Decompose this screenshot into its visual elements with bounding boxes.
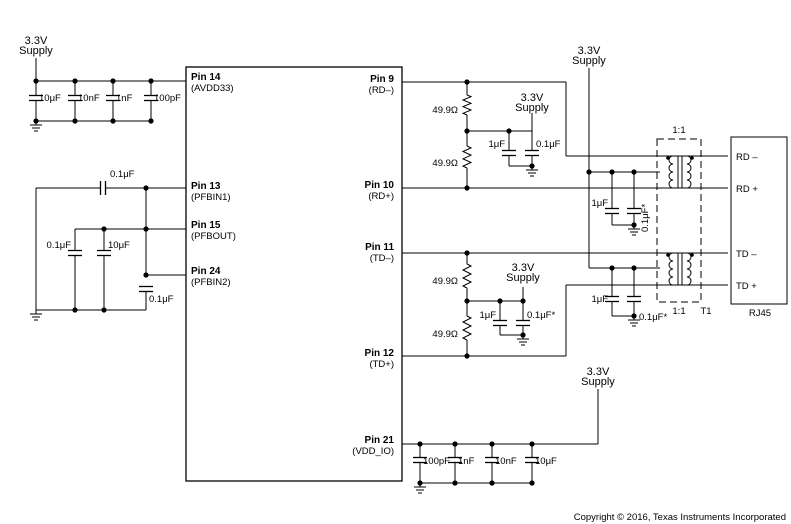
supply-voltage: 3.3V <box>25 35 48 47</box>
vddio-cap-value: 100pF <box>423 456 450 467</box>
pfb-cap-value-4: 0.1μF <box>149 294 174 305</box>
td-secondary-coil <box>686 252 692 286</box>
supply-voltage-5: 3.3V <box>587 366 610 378</box>
pfb-cap-value: 0.1μF <box>110 169 135 180</box>
avdd-cap-value: 10μF <box>39 93 61 104</box>
rj45-pin-label: RD – <box>736 152 758 163</box>
polarity-dot <box>666 156 670 160</box>
td-ct-cap-value: 1μF <box>591 294 608 305</box>
td-resistor-2 <box>461 315 473 341</box>
ic-pin-name-8: Pin 12 <box>365 348 395 359</box>
rd-resistor-value: 49.9Ω <box>432 105 458 116</box>
rd-secondary-coil <box>686 155 692 189</box>
td-ct-cap-value-2: 0.1μF* <box>639 312 667 323</box>
polarity-dot <box>690 253 694 257</box>
ic-pin-name-9: Pin 21 <box>365 435 395 446</box>
td-cap-value-2: 0.1μF* <box>527 310 555 321</box>
rj45-pin-label-3: TD – <box>736 249 757 260</box>
td-primary-coil <box>668 252 674 286</box>
avdd-cap-value-4: 100pF <box>154 93 181 104</box>
transformer-ratio: 1:1 <box>672 125 685 136</box>
rd-cap-value-2: 0.1μF <box>536 139 561 150</box>
transformer-ratio-2: 1:1 <box>672 306 685 317</box>
ic-pin-name: Pin 14 <box>191 72 221 83</box>
polarity-dot <box>690 156 694 160</box>
junction-dot-12 <box>143 272 149 278</box>
ic-pin-function-3: (PFBOUT) <box>191 231 236 242</box>
supply-voltage-4: 3.3V <box>578 45 601 57</box>
vddio-cap-value-4: 10μF <box>535 456 557 467</box>
rd-resistor-value-2: 49.9Ω <box>432 158 458 169</box>
td-cap-value: 1μF <box>479 310 496 321</box>
junction-dot-13 <box>72 307 78 313</box>
ic-pin-function-6: (RD+) <box>368 191 394 202</box>
vddio-cap-value-3: 10nF <box>495 456 517 467</box>
junction-dot-14 <box>101 307 107 313</box>
rd-ct-cap-value: 0.1μF* <box>640 204 651 232</box>
junction-dot-26 <box>586 169 592 175</box>
ic-pin-function-5: (RD–) <box>369 85 394 96</box>
ic-pin-name-5: Pin 9 <box>370 74 394 85</box>
supply-label-2: Supply <box>515 102 549 114</box>
ic-pin-function-8: (TD+) <box>369 359 394 370</box>
ic-pin-name-6: Pin 10 <box>365 180 395 191</box>
transformer-outline <box>656 138 702 303</box>
ic-body <box>185 66 403 482</box>
rd-primary-coil <box>668 155 674 189</box>
ic-pin-function: (AVDD33) <box>191 83 234 94</box>
copyright-notice: Copyright © 2016, Texas Instruments Inco… <box>574 512 786 523</box>
supply-label-4: Supply <box>572 55 606 67</box>
rj45-pin-label-4: TD + <box>736 281 757 292</box>
supply-voltage-2: 3.3V <box>521 92 544 104</box>
ic-pin-function-2: (PFBIN1) <box>191 192 231 203</box>
supply-label-3: Supply <box>506 272 540 284</box>
rd-resistor-2 <box>461 145 473 169</box>
rd-ct-cap-value: 1μF <box>591 198 608 209</box>
rd-cap-value: 1μF <box>488 139 505 150</box>
polarity-dot <box>666 253 670 257</box>
rd-resistor <box>461 94 473 116</box>
avdd-cap-value-3: 1nF <box>116 93 133 104</box>
ic-pin-name-7: Pin 11 <box>365 242 394 253</box>
pfb-cap-value-2: 0.1μF <box>47 240 72 251</box>
rj45-pin-label-2: RD + <box>736 184 758 195</box>
supply-label-5: Supply <box>581 376 615 388</box>
td-resistor <box>461 263 473 289</box>
avdd-cap-value-2: 10nF <box>78 93 100 104</box>
ic-pin-function-4: (PFBIN2) <box>191 277 231 288</box>
rj45-label: RJ45 <box>749 308 771 319</box>
supply-label: Supply <box>19 45 53 57</box>
ic-pin-function-7: (TD–) <box>370 253 394 264</box>
td-resistor-value: 49.9Ω <box>432 276 458 287</box>
supply-voltage-3: 3.3V <box>512 262 535 274</box>
ic-pin-name-4: Pin 24 <box>191 266 221 277</box>
ic-pin-name-3: Pin 15 <box>191 220 221 231</box>
pfb-cap-value-3: 10μF <box>108 240 130 251</box>
td-resistor-value-2: 49.9Ω <box>432 329 458 340</box>
vddio-cap-value-2: 1nF <box>458 456 475 467</box>
transformer-ref: T1 <box>700 306 711 317</box>
ic-pin-function-9: (VDD_IO) <box>352 446 394 457</box>
rj45-connector <box>730 136 788 305</box>
ic-pin-name-2: Pin 13 <box>191 181 221 192</box>
